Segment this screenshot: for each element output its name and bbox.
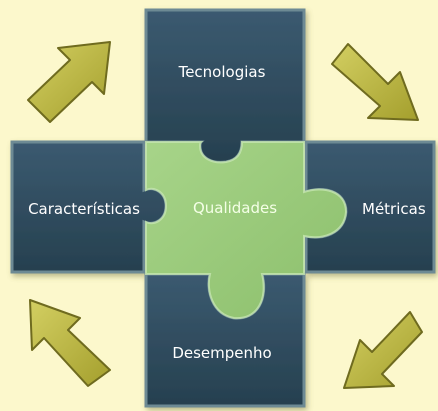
label-caracteristicas: Características [28, 200, 140, 218]
arrow-down-left-icon [343, 311, 423, 389]
label-metricas: Métricas [362, 200, 426, 218]
label-desempenho: Desempenho [172, 344, 272, 362]
puzzle-piece-top [144, 8, 306, 164]
puzzle-piece-center [145, 141, 348, 320]
arrow-up-right-icon [27, 41, 111, 123]
label-tecnologias: Tecnologias [178, 63, 266, 81]
label-qualidades: Qualidades [192, 199, 278, 217]
arrow-up-left-icon [29, 299, 111, 387]
arrow-down-right-icon [331, 43, 419, 121]
